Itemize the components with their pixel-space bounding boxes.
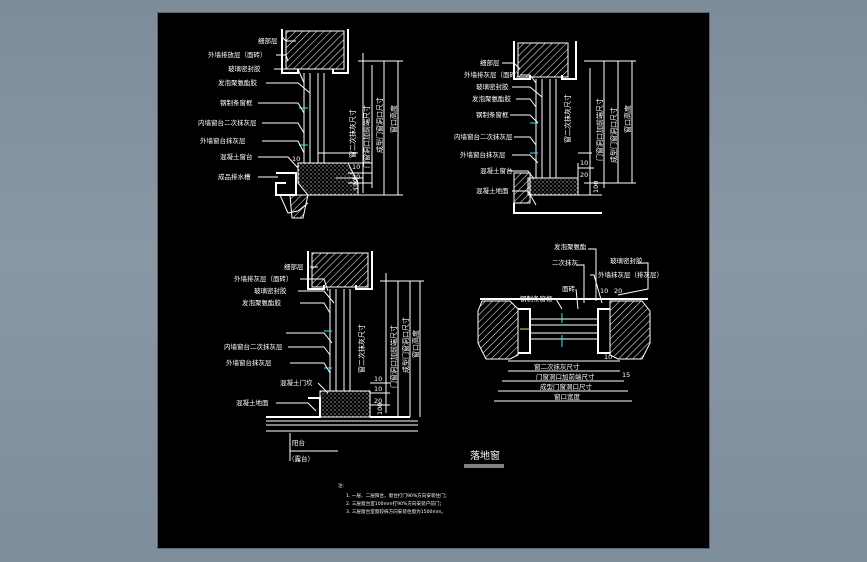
tl-vdim-3: 窗口高度 <box>389 105 398 133</box>
tr-label-1: 外墙排灰层（面砖） <box>464 70 523 79</box>
notes-block: 注: 1. 一层、二层阳台，窗台打门90%方向安装住门； 2. 三层窗台室100… <box>338 482 449 515</box>
tl-labels: 细部层 外墙排放层（面砖） 玻璃密封胶 发泡聚氨酯胶 钢制条窗框 内墙窗台二次抹… <box>198 36 278 181</box>
bl-leaders <box>276 266 335 412</box>
tl-label-1: 外墙排放层（面砖） <box>208 50 267 59</box>
tr-vertical-dims: 窗二次抹灰尺寸 门窗洞口加前端尺寸 成型门窗洞口尺寸 窗口高度 <box>563 94 632 163</box>
section-bottom-left: 细部层 外墙排灰层（面砖） 玻璃密封胶 发泡聚氨酯胶 内墙窗台二次抹灰层 外墙窗… <box>224 251 424 463</box>
bl-dim-3: 100 <box>376 403 384 415</box>
drawing-sheet: 细部层 外墙排放层（面砖） 玻璃密封胶 发泡聚氨酯胶 钢制条窗框 内墙窗台二次抹… <box>158 13 709 548</box>
tl-dim-2: 20 <box>352 173 360 181</box>
note-2: 2. 三层窗台室100mm打90%方向安装户前门； <box>346 500 444 507</box>
br-label-1: 二次抹灰 <box>552 258 579 267</box>
tl-dim-0: 10 <box>292 155 300 163</box>
bl-vdim-3: 窗口高度 <box>411 330 420 358</box>
tr-vdim-0: 窗二次抹灰尺寸 <box>563 94 572 143</box>
section-top-right: 细部层 外墙排灰层（面砖） 玻璃密封胶 发泡聚氨酯胶 钢制条窗框 内墙窗台二次抹… <box>454 41 636 214</box>
bl-vertical-dims: 窗二次抹灰尺寸 门窗洞口加前端尺寸 成型门窗洞口尺寸 窗口高度 <box>357 317 420 388</box>
tl-vdim-2: 成型门窗洞口尺寸 <box>375 97 384 153</box>
br-labels: 发泡聚氨酯 二次抹灰 玻璃密封胶 外墙抹灰层（排灰层） 钢制条窗框 面砖 10 … <box>520 242 663 303</box>
note-3: 3. 三层窗台室窗较抹方向安装住窗为1500mm。 <box>346 508 446 515</box>
tr-vdim-2: 成型门窗洞口尺寸 <box>609 107 618 163</box>
br-label-2: 玻璃密封胶 <box>610 256 643 265</box>
bl-dim-1: 10 <box>374 385 382 393</box>
br-small-0: 10 <box>604 353 612 361</box>
tr-label-4: 钢制条窗框 <box>476 110 509 119</box>
bl-vdim-2: 成型门窗洞口尺寸 <box>401 317 410 373</box>
bl-label-5: 外墙窗台抹灰层 <box>226 358 272 367</box>
note-1: 1. 一层、二层阳台，窗台打门90%方向安装住门； <box>346 492 449 499</box>
bl-vdim-1: 门窗洞口加前端尺寸 <box>389 325 398 388</box>
tr-vdim-3: 窗口高度 <box>623 105 632 133</box>
br-label-0: 发泡聚氨酯 <box>554 242 587 251</box>
bl-label-3: 发泡聚氨酯胶 <box>242 298 282 307</box>
tl-label-3: 发泡聚氨酯胶 <box>218 78 258 87</box>
tr-label-2: 玻璃密封胶 <box>476 82 509 91</box>
br-label-4: 钢制条窗框 <box>520 294 553 303</box>
tl-label-4: 钢制条窗框 <box>220 98 253 107</box>
tr-dim-0: 10 <box>580 159 588 167</box>
title-block: 落地窗 <box>464 449 504 468</box>
tr-label-7: 混凝土窗台 <box>480 166 513 175</box>
tl-label-0: 细部层 <box>258 36 278 45</box>
tl-dim-1: 10 <box>352 163 360 171</box>
tl-label-7: 混凝土窗台 <box>220 152 253 161</box>
tr-label-5: 内墙窗台二次抹灰层 <box>454 132 513 141</box>
br-label-3: 外墙抹灰层（排灰层） <box>598 270 663 279</box>
bl-dim-0: 10 <box>374 375 382 383</box>
bl-below-1: （露台） <box>288 454 314 463</box>
tl-dim-3: 120 <box>352 179 360 191</box>
br-dim-2: 成型门窗洞口尺寸 <box>540 382 593 391</box>
tr-label-3: 发泡聚氨酯胶 <box>472 94 512 103</box>
bl-label-1: 外墙排灰层（面砖） <box>234 274 293 283</box>
tl-label-5: 内墙窗台二次抹灰层 <box>198 118 257 127</box>
br-dim-0: 窗二次抹灰尺寸 <box>534 362 580 371</box>
bl-labels: 细部层 外墙排灰层（面砖） 玻璃密封胶 发泡聚氨酯胶 内墙窗台二次抹灰层 外墙窗… <box>224 262 313 407</box>
br-dim-3: 窗口宽度 <box>554 392 581 401</box>
tr-dim-1: 20 <box>580 171 588 179</box>
br-small-1: 15 <box>622 371 630 379</box>
tl-label-6: 外墙窗台抹灰层 <box>200 136 246 145</box>
cad-drawing: 细部层 外墙排放层（面砖） 玻璃密封胶 发泡聚氨酯胶 钢制条窗框 内墙窗台二次抹… <box>198 29 663 515</box>
tr-label-0: 细部层 <box>480 58 500 67</box>
bl-label-6: 混凝土门坎 <box>280 378 313 387</box>
br-label-7: 20 <box>614 287 622 295</box>
br-dim-1: 门窗洞口加前端尺寸 <box>536 372 595 381</box>
bl-label-7: 混凝土地面 <box>236 398 269 407</box>
tl-label-8: 成品排水槽 <box>218 172 251 181</box>
bl-label-4: 内墙窗台二次抹灰层 <box>224 342 283 351</box>
bl-dim-2: 20 <box>374 397 382 405</box>
section-top-left: 细部层 外墙排放层（面砖） 玻璃密封胶 发泡聚氨酯胶 钢制条窗框 内墙窗台二次抹… <box>198 29 403 219</box>
tr-label-8: 混凝土地面 <box>476 186 509 195</box>
tr-dim-2: 100 <box>592 181 600 193</box>
tl-label-2: 玻璃密封胶 <box>228 64 261 73</box>
notes-head: 注: <box>338 482 345 489</box>
plan-bottom-right: 发泡聚氨酯 二次抹灰 玻璃密封胶 外墙抹灰层（排灰层） 钢制条窗框 面砖 10 … <box>477 242 663 402</box>
tr-labels: 细部层 外墙排灰层（面砖） 玻璃密封胶 发泡聚氨酯胶 钢制条窗框 内墙窗台二次抹… <box>454 58 523 195</box>
bl-below-0: 阳台 <box>292 438 305 447</box>
bl-label-0: 细部层 <box>284 262 304 271</box>
tl-leaders <box>258 36 311 178</box>
tl-vdim-0: 窗二次抹灰尺寸 <box>348 109 357 158</box>
drawing-title: 落地窗 <box>470 449 500 462</box>
tl-vdim-1: 门窗洞口加前端尺寸 <box>362 105 371 168</box>
tr-leaders <box>502 62 543 206</box>
br-label-6: 10 <box>600 287 608 295</box>
bl-vdim-0: 窗二次抹灰尺寸 <box>357 324 366 373</box>
bl-label-2: 玻璃密封胶 <box>254 286 287 295</box>
tr-vdim-1: 门窗洞口加前端尺寸 <box>595 98 604 161</box>
tr-label-6: 外墙窗台抹灰层 <box>460 150 506 159</box>
br-label-5: 面砖 <box>562 284 576 293</box>
br-leaders <box>555 248 649 310</box>
tl-vertical-dims: 窗二次抹灰尺寸 门窗洞口加前端尺寸 成型门窗洞口尺寸 窗口高度 <box>348 97 398 168</box>
